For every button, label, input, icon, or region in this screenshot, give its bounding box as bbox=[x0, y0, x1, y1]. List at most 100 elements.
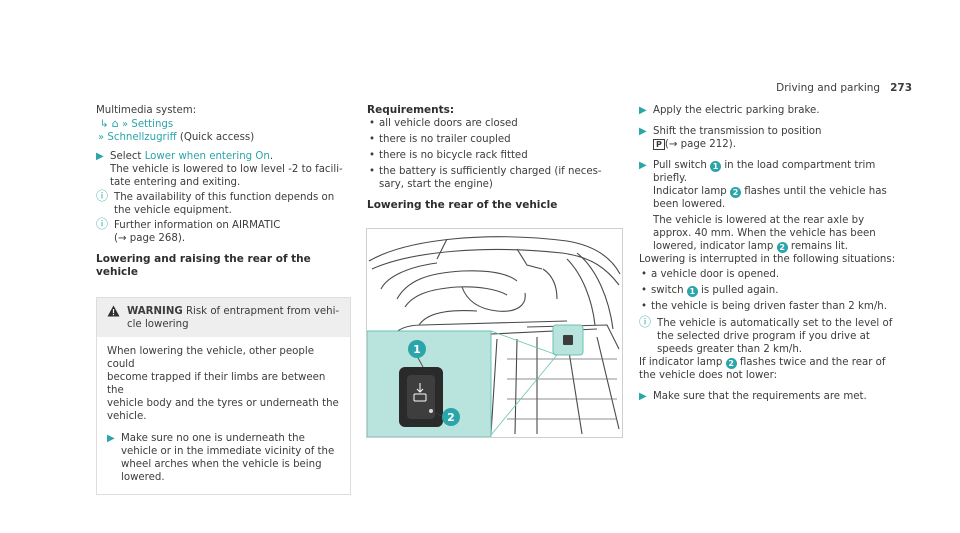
home-icon[interactable]: ⌂ bbox=[111, 117, 119, 130]
section-heading: Lowering the rear of the vehicle bbox=[367, 199, 558, 211]
menu-path-line2: » Schnellzugriff (Quick access) bbox=[96, 131, 351, 144]
step-text: approx. 40 mm. When the vehicle has been bbox=[653, 228, 876, 239]
warning-text: become trapped if their limbs are betwee… bbox=[107, 372, 326, 396]
step-text: Make sure that the requirements are met. bbox=[653, 391, 867, 402]
step-text: (→ page 212). bbox=[664, 139, 736, 150]
step-detail: The vehicle is lowered to low level -2 t… bbox=[110, 164, 343, 175]
info-text: speeds greater than 2 km/h. bbox=[657, 344, 803, 355]
info-icon: ⓘ bbox=[96, 189, 109, 203]
vehicle-rear-drawing: 1 2 bbox=[367, 236, 621, 437]
column-middle: Requirements: •all vehicle doors are clo… bbox=[367, 104, 622, 212]
double-chevron-icon: » bbox=[122, 119, 129, 130]
column-right: ▶ Apply the electric parking brake. ▶ Sh… bbox=[639, 104, 909, 403]
section-title: Driving and parking bbox=[776, 82, 881, 94]
warning-header: WARNING Risk of entrapment from vehi- cl… bbox=[97, 298, 350, 337]
warning-step: ▶ Make sure no one is underneath the veh… bbox=[107, 432, 340, 484]
vehicle-level-icon bbox=[413, 383, 427, 402]
settings-link[interactable]: Settings bbox=[131, 119, 174, 130]
info-text: The vehicle is automatically set to the … bbox=[657, 318, 893, 329]
warning-title: WARNING bbox=[127, 306, 183, 317]
quick-access-link[interactable]: Schnellzugriff bbox=[107, 132, 177, 143]
info-note: ⓘ The availability of this function depe… bbox=[96, 189, 351, 217]
body-text: flashes twice and the rear of bbox=[739, 357, 886, 368]
park-position-icon: P bbox=[653, 139, 665, 150]
step-suffix: . bbox=[269, 151, 274, 162]
step-text: Indicator lamp bbox=[653, 186, 727, 197]
menu-path-line1: ↳ ⌂ » Settings bbox=[96, 117, 351, 131]
step-text: Make sure no one is underneath the bbox=[121, 433, 305, 444]
body-text: If indicator lamp bbox=[639, 357, 723, 368]
warning-text: vehicle. bbox=[107, 411, 147, 422]
callout-2-inline: 2 bbox=[725, 358, 737, 369]
step-arrow-icon: ▶ bbox=[96, 151, 104, 162]
requirement-item: •all vehicle doors are closed bbox=[369, 118, 518, 129]
requirement-text: all vehicle doors are closed bbox=[379, 118, 518, 129]
interrupt-text: a vehicle door is opened. bbox=[651, 269, 780, 280]
requirements-title: Requirements: bbox=[367, 104, 455, 116]
info-text: the selected drive program if you drive … bbox=[657, 331, 870, 342]
callout-1-inline: 1 bbox=[686, 286, 698, 297]
callout-2-inline: 2 bbox=[776, 242, 788, 253]
callout-1-inline: 1 bbox=[710, 161, 722, 172]
requirement-text: there is no bicycle rack fitted bbox=[379, 150, 528, 161]
requirement-item: •there is no trailer coupled bbox=[369, 134, 511, 145]
info-icon: ⓘ bbox=[96, 217, 109, 231]
step-text: briefly. bbox=[653, 173, 687, 184]
quick-access-suffix: (Quick access) bbox=[179, 132, 255, 143]
step-text: lowered, indicator lamp bbox=[653, 241, 774, 252]
step-text: been lowered. bbox=[653, 199, 726, 210]
interrupt-text: the vehicle is being driven faster than … bbox=[651, 301, 887, 312]
requirement-item: •there is no bicycle rack fitted bbox=[369, 150, 528, 161]
step-arrow-icon: ▶ bbox=[639, 105, 647, 116]
warning-text: vehicle body and the tyres or underneath… bbox=[107, 398, 339, 409]
load-compartment-illustration: 1 2 bbox=[366, 228, 623, 438]
menu-path-label: Multimedia system: bbox=[96, 105, 197, 116]
step-text: The vehicle is lowered at the rear axle … bbox=[653, 215, 865, 226]
step-check-requirements: ▶ Make sure that the requirements are me… bbox=[639, 390, 909, 403]
warning-triangle-icon bbox=[107, 305, 120, 321]
interrupt-item: •the vehicle is being driven faster than… bbox=[641, 301, 887, 312]
info-text: (→ page 268). bbox=[114, 233, 186, 244]
step-text: remains lit. bbox=[790, 241, 849, 252]
info-text: Further information on AIRMATIC bbox=[114, 220, 281, 231]
step-detail: tate entering and exiting. bbox=[110, 177, 241, 188]
warning-body: When lowering the vehicle, other people … bbox=[97, 337, 350, 494]
column-left: Multimedia system: ↳ ⌂ » Settings » Schn… bbox=[96, 104, 351, 495]
requirement-item: • the battery is sufficiently charged (i… bbox=[367, 165, 622, 191]
warning-box: WARNING Risk of entrapment from vehi- cl… bbox=[96, 297, 351, 495]
info-note: ⓘ Further information on AIRMATIC (→ pag… bbox=[96, 217, 351, 245]
step-arrow-icon: ▶ bbox=[639, 126, 647, 137]
interrupt-item: •a vehicle door is opened. bbox=[641, 269, 780, 280]
requirement-text: there is no trailer coupled bbox=[379, 134, 511, 145]
callout-2-label: 2 bbox=[447, 411, 455, 424]
requirement-text: sary, start the engine) bbox=[379, 179, 493, 190]
step-text: Pull switch bbox=[653, 160, 707, 171]
warning-text: When lowering the vehicle, other people … bbox=[107, 346, 314, 370]
info-text: The availability of this function depend… bbox=[114, 192, 335, 203]
requirement-text: the battery is sufficiently charged (if … bbox=[379, 166, 602, 177]
step-text: flashes until the vehicle has bbox=[744, 186, 887, 197]
interrupt-text: Lowering is interrupted in the following… bbox=[639, 254, 896, 265]
step-text: wheel arches when the vehicle is being bbox=[121, 459, 322, 470]
info-icon: ⓘ bbox=[639, 315, 652, 329]
step-pull-switch: ▶ Pull switch 1 in the load compartment … bbox=[639, 159, 909, 253]
path-corner-arrow-icon: ↳ bbox=[100, 119, 109, 130]
warning-head-text: Risk of entrapment from vehi- bbox=[185, 306, 340, 317]
double-chevron-icon: » bbox=[98, 132, 105, 143]
interrupt-text: is pulled again. bbox=[701, 285, 779, 296]
callout-1 bbox=[408, 340, 426, 358]
step-prefix: Select bbox=[110, 151, 142, 162]
step-arrow-icon: ▶ bbox=[639, 391, 647, 402]
step-arrow-icon: ▶ bbox=[107, 433, 115, 444]
step-text: vehicle or in the immediate vicinity of … bbox=[121, 446, 335, 457]
step-arrow-icon: ▶ bbox=[639, 160, 647, 171]
interrupt-item: •switch 1 is pulled again. bbox=[641, 285, 779, 297]
info-text: the vehicle equipment. bbox=[114, 205, 232, 216]
step-shift: ▶ Shift the transmission to position P(→… bbox=[639, 125, 909, 151]
info-note: ⓘ The vehicle is automatically set to th… bbox=[639, 315, 909, 356]
step-text: Apply the electric parking brake. bbox=[653, 105, 820, 116]
section-heading: Lowering and raising the rear of the veh… bbox=[96, 253, 311, 278]
callout-2-inline: 2 bbox=[729, 187, 741, 198]
lower-when-entering-link[interactable]: Lower when entering On bbox=[144, 151, 270, 162]
